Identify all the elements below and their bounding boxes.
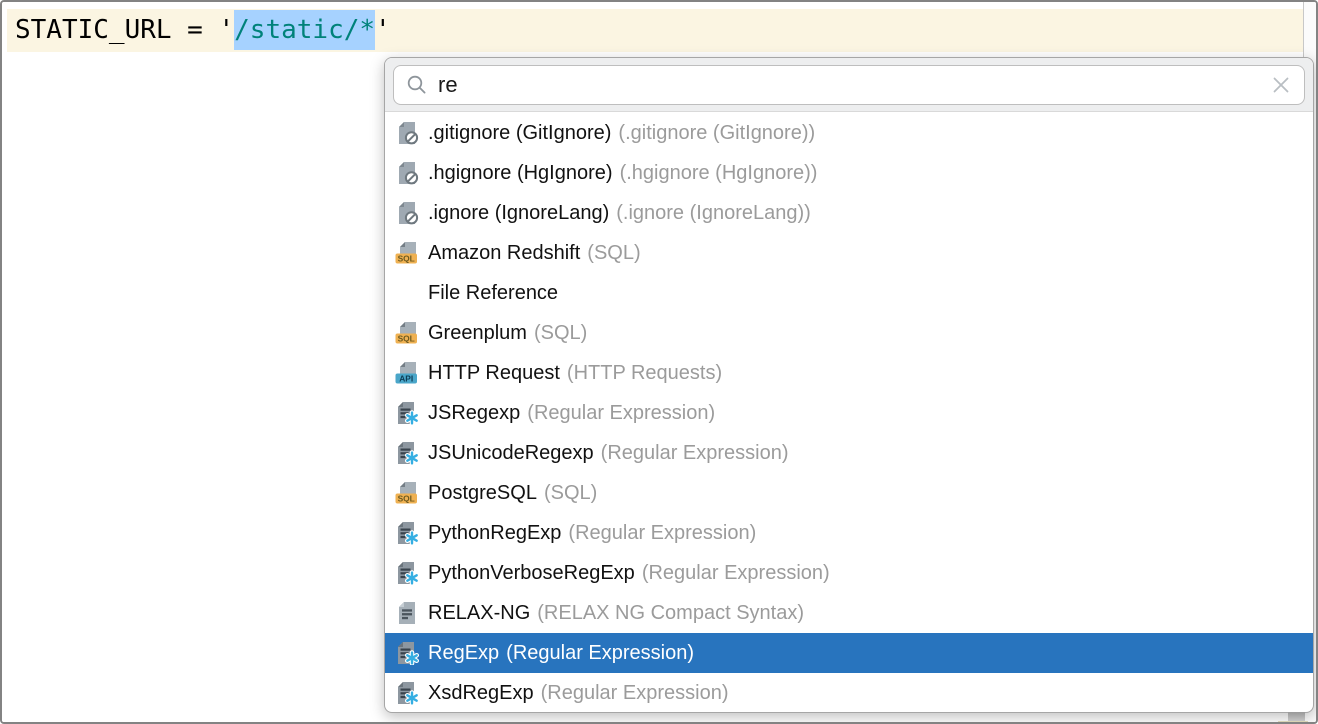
item-detail: (RELAX NG Compact Syntax) xyxy=(537,601,804,624)
list-item-http-request[interactable]: HTTP Request (HTTP Requests) xyxy=(385,353,1313,393)
regexp-file-icon xyxy=(395,401,419,425)
item-detail: (SQL) xyxy=(543,481,598,504)
popup-search-header xyxy=(385,58,1313,112)
list-item-xsdregexp[interactable]: XsdRegExp (Regular Expression) xyxy=(385,673,1313,712)
list-item-ignore[interactable]: .ignore (IgnoreLang) (.ignore (IgnoreLan… xyxy=(385,193,1313,233)
current-line-highlight[interactable]: STATIC_URL = '/static/*' xyxy=(7,9,1304,52)
item-label: .gitignore (GitIgnore) xyxy=(428,121,612,144)
list-item-file-reference[interactable]: File Reference xyxy=(385,273,1313,313)
regexp-file-icon xyxy=(395,641,419,665)
list-item-relax-ng[interactable]: RELAX-NG (RELAX NG Compact Syntax) xyxy=(385,593,1313,633)
list-item-regexp-selected[interactable]: RegExp (Regular Expression) xyxy=(385,633,1313,673)
sql-file-icon xyxy=(395,241,419,265)
item-label: RegExp xyxy=(428,641,500,664)
regexp-file-icon xyxy=(395,681,419,705)
api-file-icon xyxy=(395,361,419,385)
item-detail: (Regular Expression) xyxy=(568,521,757,544)
item-label: .hgignore (HgIgnore) xyxy=(428,161,613,184)
ignore-file-icon xyxy=(395,201,419,225)
item-label: File Reference xyxy=(428,281,559,304)
resize-grip-shadow xyxy=(1278,721,1308,722)
item-detail: (Regular Expression) xyxy=(641,561,830,584)
item-detail: (Regular Expression) xyxy=(600,441,789,464)
list-item-jsregexp[interactable]: JSRegexp (Regular Expression) xyxy=(385,393,1313,433)
item-detail: (Regular Expression) xyxy=(506,641,695,664)
list-item-jsunicoderegexp[interactable]: JSUnicodeRegexp (Regular Expression) xyxy=(385,433,1313,473)
inject-language-popup: .gitignore (GitIgnore) (.gitignore (GitI… xyxy=(384,57,1314,713)
item-detail: (.ignore (IgnoreLang)) xyxy=(616,201,811,224)
language-list: .gitignore (GitIgnore) (.gitignore (GitI… xyxy=(385,113,1313,712)
search-field[interactable] xyxy=(393,64,1305,105)
list-item-pythonverboseregexp[interactable]: PythonVerboseRegExp (Regular Expression) xyxy=(385,553,1313,593)
item-detail: (Regular Expression) xyxy=(540,681,729,704)
item-detail: (.gitignore (GitIgnore)) xyxy=(618,121,816,144)
selected-string: /static/* xyxy=(234,10,376,50)
open-quote: ' xyxy=(218,15,235,45)
sql-file-icon xyxy=(395,481,419,505)
ignore-file-icon xyxy=(395,121,419,145)
list-item-amazon-redshift[interactable]: Amazon Redshift (SQL) xyxy=(385,233,1313,273)
regexp-file-icon xyxy=(395,441,419,465)
item-label: PostgreSQL xyxy=(428,481,537,504)
item-label: RELAX-NG xyxy=(428,601,531,624)
regexp-file-icon xyxy=(395,561,419,585)
item-label: Amazon Redshift xyxy=(428,241,581,264)
sql-file-icon xyxy=(395,321,419,345)
list-item-postgresql[interactable]: PostgreSQL (SQL) xyxy=(385,473,1313,513)
text-file-icon xyxy=(395,601,419,625)
list-item-hgignore[interactable]: .hgignore (HgIgnore) (.hgignore (HgIgnor… xyxy=(385,153,1313,193)
item-detail: (SQL) xyxy=(533,321,588,344)
item-label: JSUnicodeRegexp xyxy=(428,441,594,464)
item-detail: (HTTP Requests) xyxy=(566,361,723,384)
item-label: PythonVerboseRegExp xyxy=(428,561,635,584)
list-item-gitignore[interactable]: .gitignore (GitIgnore) (.gitignore (GitI… xyxy=(385,113,1313,153)
item-detail: (.hgignore (HgIgnore)) xyxy=(619,161,818,184)
close-icon[interactable] xyxy=(1270,74,1292,96)
item-label: PythonRegExp xyxy=(428,521,562,544)
ignore-file-icon xyxy=(395,161,419,185)
item-label: JSRegexp xyxy=(428,401,521,424)
regexp-file-icon xyxy=(395,521,419,545)
item-label: HTTP Request xyxy=(428,361,560,384)
list-item-greenplum[interactable]: Greenplum (SQL) xyxy=(385,313,1313,353)
search-icon xyxy=(407,75,426,94)
item-detail: (SQL) xyxy=(587,241,641,264)
close-quote: ' xyxy=(375,15,391,45)
item-detail: (Regular Expression) xyxy=(527,401,716,424)
list-item-pythonregexp[interactable]: PythonRegExp (Regular Expression) xyxy=(385,513,1313,553)
item-label: XsdRegExp xyxy=(428,681,534,704)
item-label: Greenplum xyxy=(428,321,527,344)
item-label: .ignore (IgnoreLang) xyxy=(428,201,610,224)
search-input[interactable] xyxy=(428,71,1270,98)
code-prefix: STATIC_URL = xyxy=(15,15,219,45)
code-text: STATIC_URL = '/static/*' xyxy=(7,9,391,52)
resize-grip[interactable] xyxy=(1288,712,1305,721)
